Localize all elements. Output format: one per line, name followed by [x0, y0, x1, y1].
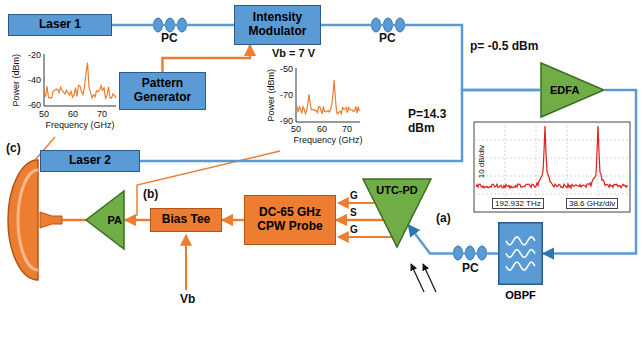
connector [321, 25, 540, 90]
optical-spectrum [474, 122, 630, 212]
amplifier-triangle: PA [85, 190, 125, 250]
optical-spectrum [474, 194, 630, 195]
node-text: Pattern Generator [124, 77, 201, 105]
node-text: Intensity Modulator [239, 11, 316, 39]
connector [163, 45, 251, 72]
voltage-label: Vb = 7 V [272, 47, 315, 60]
tick-label: 50 [36, 109, 52, 119]
optical-spectrum [474, 158, 630, 159]
connector [408, 225, 498, 254]
spectrum-inset [297, 80, 359, 114]
node-text: UTC-PD [376, 184, 418, 197]
triangle-outline [541, 63, 604, 117]
modulator-box: Intensity Modulator [234, 5, 321, 45]
tick-label: 50 [288, 124, 304, 134]
bias-tee-box: Bias Tee [150, 208, 222, 232]
connector [112, 24, 234, 27]
probe-box: DC-65 GHz CPW Probe [244, 195, 336, 245]
node-outline [498, 222, 543, 285]
node-text: PA [108, 214, 122, 227]
tick-label: 60 [314, 124, 330, 134]
node-text: Bias Tee [162, 213, 210, 227]
tick-label: 70 [94, 109, 110, 119]
antenna-dish [40, 212, 62, 228]
tick-label: -70 [276, 90, 293, 100]
light-arrow [423, 264, 436, 292]
laser-box: Laser 2 [40, 150, 140, 172]
axis-title: Power (dBm) [11, 45, 21, 115]
generator-box: Pattern Generator [119, 72, 206, 110]
connector [222, 219, 244, 222]
axis-title: Frequency (GHz) [288, 135, 368, 145]
frequency-label: 192.932 THz [492, 198, 544, 209]
filter-symbol [506, 262, 535, 270]
pin-label: G [350, 224, 358, 236]
scale-label: 10 dB/div [477, 132, 486, 192]
tick-label: 70 [339, 124, 355, 134]
node-text: DC-65 GHz CPW Probe [249, 206, 331, 234]
antenna-dish [8, 160, 38, 280]
tick-label: -50 [276, 64, 293, 74]
tick-label: -20 [24, 50, 41, 60]
component-label: PC [462, 262, 479, 276]
node-text: Laser 1 [39, 18, 81, 32]
triangle-outline [86, 191, 124, 249]
probe-wire [338, 202, 374, 204]
amplifier-triangle: EDFA [540, 62, 605, 118]
axis-title: Power (dBm) [266, 60, 276, 130]
connector [543, 90, 636, 254]
voltage-label: Vb [180, 293, 195, 307]
power-label: P=14.3 dBm [408, 108, 460, 136]
pin-label: G [350, 190, 358, 202]
filter-symbol [506, 250, 535, 258]
filter-outline [499, 223, 543, 285]
axis-title: Frequency (GHz) [40, 120, 120, 130]
node-text: EDFA [550, 84, 579, 97]
optical-spectrum [476, 126, 628, 188]
optical-spectrum [474, 140, 630, 141]
pin-label: S [350, 207, 357, 219]
bias-arrow [185, 235, 187, 290]
node-text: Laser 2 [69, 154, 111, 168]
connector [336, 219, 383, 222]
spectrum-inset [44, 54, 116, 106]
filter-box: OBPF [498, 222, 543, 285]
scale-label: 38.6 GHz/div [566, 198, 618, 209]
tick-label: 60 [65, 109, 81, 119]
tick-label: -90 [276, 116, 293, 126]
rf-wire [62, 219, 86, 222]
optical-spectrum [474, 122, 630, 212]
filter-symbol [506, 237, 535, 245]
photodiode-triangle: UTC-PD [362, 178, 432, 248]
callout-label: (c) [6, 142, 21, 156]
tick-label: -60 [24, 100, 41, 110]
callout-label: (a) [436, 212, 451, 226]
triangle-outline [363, 179, 431, 247]
tick-label: -40 [24, 75, 41, 85]
callout-label: (b) [143, 188, 158, 202]
spectrum-inset [44, 63, 116, 98]
antenna-dish [8, 160, 62, 280]
node-text: OBPF [505, 289, 536, 302]
power-label: p= -0.5 dBm [470, 40, 538, 54]
spectrum-inset [296, 68, 360, 122]
antenna-dish [18, 170, 38, 270]
optical-spectrum [474, 122, 630, 212]
component-label: PC [161, 32, 178, 46]
component-label: PC [379, 32, 396, 46]
light-arrow [411, 264, 424, 292]
laser-box: Laser 1 [8, 14, 112, 36]
optical-spectrum [474, 176, 630, 177]
connector [125, 219, 150, 222]
probe-wire [338, 236, 392, 238]
